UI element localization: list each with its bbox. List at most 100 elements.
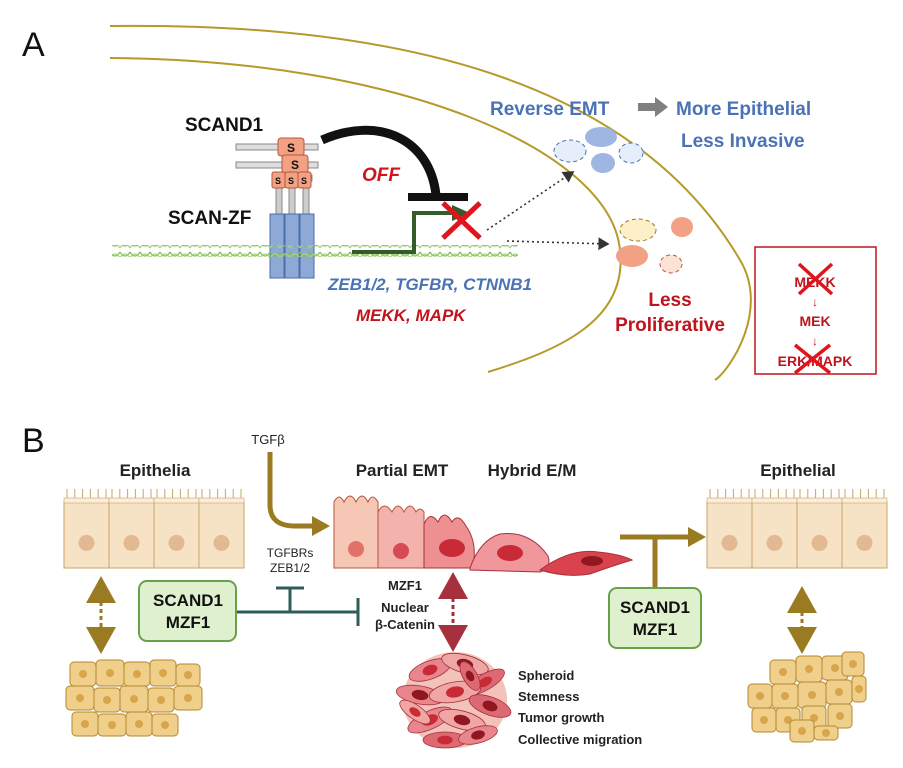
mid-nuclear: Nuclear (381, 600, 429, 615)
cluster-cell (825, 679, 853, 705)
cluster-cell (789, 719, 815, 743)
dotted-arrow-prolif (506, 237, 610, 251)
more-epithelial-label: More Epithelial (676, 99, 811, 120)
epithelial-cell (706, 489, 753, 569)
mapk-cascade-box: MEKK ↓ MEK ↓ ERK/MAPK (754, 246, 877, 375)
panel-a-label: A (22, 26, 45, 64)
stage-epithelial: Epithelial (760, 461, 836, 480)
scand1-complex: S S S S S (235, 137, 319, 279)
s-domain-3-letter: S (275, 176, 281, 186)
epithelial-cell (108, 489, 155, 569)
bar-2 (235, 161, 319, 169)
panel-b-label: B (22, 422, 45, 460)
s-domain-5-letter: S (301, 176, 307, 186)
spheroid-cell (458, 725, 498, 745)
mekk-x-icon (797, 262, 834, 296)
cascade-mek: MEK (799, 313, 830, 329)
hybrid-nucleus-1 (497, 545, 523, 561)
less-label: Less (648, 290, 691, 311)
spheroid-cell (428, 680, 482, 704)
cluster-cell (97, 713, 127, 737)
cluster-cell (797, 681, 827, 709)
cluster-cell (813, 725, 839, 741)
scand1-mzf1-box-left (138, 580, 237, 642)
epithelial-cell (751, 489, 798, 569)
tgfb-arrow (267, 452, 316, 529)
stage-epithelia: Epithelia (120, 461, 191, 480)
cluster-cell (795, 655, 823, 683)
s-domain-4-letter: S (288, 176, 294, 186)
cluster-cell (69, 661, 97, 687)
s-domain-5 (297, 171, 312, 189)
cluster-cell (147, 687, 175, 713)
mid-beta-catenin: β-Catenin (375, 617, 435, 632)
spheroid-cell (399, 699, 431, 725)
cluster-cell (841, 651, 865, 677)
tgfbrs-label: TGFBRs (267, 546, 314, 560)
cluster-cell (125, 711, 153, 737)
epithelial-cell (63, 489, 110, 569)
less-invasive-label: Less Invasive (681, 131, 805, 152)
tgfb-label: TGFβ (251, 432, 284, 447)
cluster-cell (751, 707, 777, 733)
grey-arrow-icon (638, 97, 668, 117)
epithelial-cell (198, 489, 245, 569)
emt-nucleus-3 (439, 539, 465, 557)
blue-cell-cluster (553, 127, 644, 173)
orange-cell-dashed (659, 254, 683, 274)
stage-partial-emt: Partial EMT (356, 461, 449, 480)
cluster-cell (747, 683, 773, 709)
cluster-cell (149, 659, 177, 687)
met-arrowhead (688, 527, 706, 547)
cluster-cell (827, 703, 853, 729)
orange-cell (616, 245, 648, 267)
cascade-arrow-2: ↓ (812, 334, 818, 348)
s-domain-1-letter: S (287, 141, 295, 155)
mesenchymal-epithelial-arrow (652, 534, 690, 588)
cascade-arrow-1: ↓ (812, 295, 818, 309)
cluster-cell (95, 659, 125, 687)
cluster-cell (71, 711, 99, 737)
cluster-cell (151, 713, 179, 737)
epithelial-cell (153, 489, 200, 569)
emt-cell-2 (377, 505, 425, 569)
bar-1 (235, 143, 319, 151)
promoter-arrow (352, 211, 462, 254)
block-x-icon (441, 201, 482, 240)
cluster-cell (769, 659, 797, 685)
box-right-line1: SCAND1 (620, 598, 690, 617)
epithelial-cluster-right (747, 651, 867, 743)
cluster-cell (123, 661, 151, 687)
scand1-label: SCAND1 (185, 115, 264, 136)
repression-bar (408, 193, 468, 201)
cluster-cell (65, 685, 95, 711)
stage-hybrid-em: Hybrid E/M (488, 461, 577, 480)
blue-cell (585, 127, 617, 147)
cluster-cell (175, 663, 201, 687)
gene-list-red: MEKK, MAPK (356, 306, 467, 325)
reverse-emt-label: Reverse EMT (490, 99, 610, 120)
mid-mzf1: MZF1 (388, 578, 422, 593)
cluster-cell (173, 685, 203, 711)
epithelial-sheet-left (63, 489, 245, 569)
gene-list-blue: ZEB1/2, TGFBR, CTNNB1 (327, 275, 532, 294)
cluster-cell (771, 683, 799, 709)
zeb12-label: ZEB1/2 (270, 561, 310, 575)
scan-zf-label: SCAN-ZF (168, 208, 251, 229)
feature-spheroid: Spheroid (518, 668, 574, 683)
orange-cell-cluster (616, 217, 693, 274)
blue-cell-dashed (553, 139, 587, 163)
spheroid-cell (459, 661, 481, 691)
dotted-arrow-emt (486, 171, 575, 231)
spheroid-cell (468, 694, 512, 718)
feature-stemness: Stemness (518, 689, 579, 704)
nuclear-membrane (109, 24, 752, 381)
epithelial-sheet-right (706, 489, 888, 569)
tumor-spheroid (395, 652, 512, 749)
emt-nucleus-2 (393, 543, 409, 559)
epithelial-cell (796, 489, 843, 569)
epithelial-cluster-left (65, 659, 203, 737)
emt-nucleus-1 (348, 541, 364, 557)
dna-strand (112, 245, 518, 257)
